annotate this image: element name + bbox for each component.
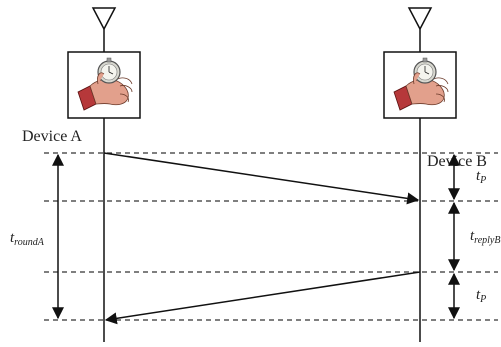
poll-message-arrow <box>103 152 420 205</box>
device-a-label: Device A <box>22 128 82 145</box>
propagation-time-label-top: tP <box>476 168 486 186</box>
propagation-time-label-bottom: tP <box>476 287 486 305</box>
round-trip-label: troundA <box>10 230 45 248</box>
reply-time-label: treplyB <box>470 228 500 246</box>
response-message-arrow <box>104 271 421 325</box>
time-reference-lines <box>44 152 498 321</box>
device-a-icon <box>67 51 141 119</box>
device-b-icon <box>383 51 457 119</box>
antenna-icon <box>91 7 117 52</box>
antenna-icon <box>407 7 433 52</box>
